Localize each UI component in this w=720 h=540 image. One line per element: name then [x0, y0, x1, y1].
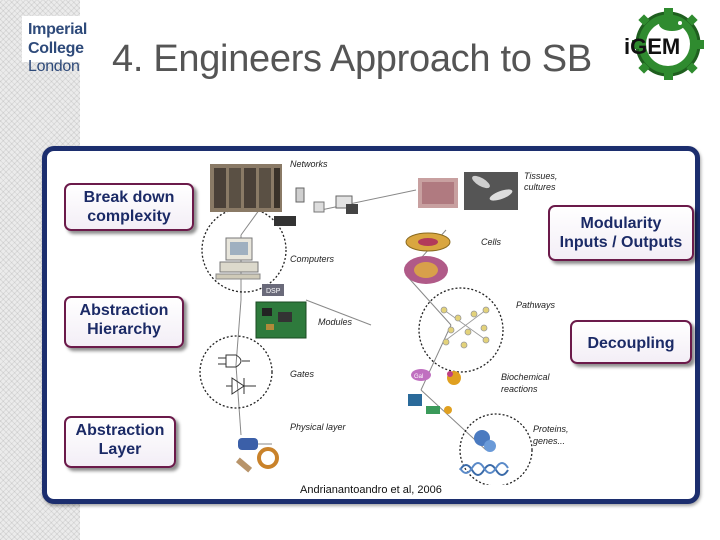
abstraction-hierarchy-line1: Abstraction: [79, 302, 169, 319]
decoupling-label: Decoupling: [570, 320, 692, 364]
modularity-line1: Modularity: [580, 215, 662, 232]
genes-label: genes...: [533, 436, 565, 446]
physical-layer-label: Physical layer: [290, 422, 347, 432]
gal-molecule-label: Gal: [414, 374, 423, 380]
break-down-line1: Break down: [83, 189, 175, 206]
dsp-chip-label: DSP: [266, 288, 281, 295]
biochemical-reaction-image: Gal: [408, 369, 461, 414]
physical-components-image: [235, 438, 279, 473]
break-down-line2: complexity: [87, 208, 171, 225]
cell-image: [404, 232, 451, 284]
proteins-label: Proteins,: [533, 424, 569, 434]
network-devices-image: [274, 187, 358, 226]
circuit-board-image: DSP: [255, 284, 307, 339]
abstraction-layer-line2: Layer: [98, 441, 142, 458]
modularity-line2: Inputs / Outputs: [559, 234, 683, 251]
logo-line-1: Imperial College: [28, 21, 87, 57]
pathways-label: Pathways: [516, 300, 556, 310]
abstraction-hierarchy-label: Abstraction Hierarchy: [64, 296, 184, 348]
protein-dna-image: [459, 430, 509, 476]
citation: Andrianantoandro et al, 2006: [300, 484, 442, 496]
reactions-label: reactions: [501, 384, 538, 394]
imperial-college-logo: Imperial College London: [22, 16, 142, 75]
cells-label: Cells: [481, 237, 502, 247]
logo-line-2: London: [28, 58, 80, 75]
gates-label: Gates: [290, 369, 315, 379]
computer-image: [215, 237, 261, 280]
abstraction-layer-line1: Abstraction: [75, 422, 165, 439]
abstraction-diagram: Networks Computers DSP Modules Gates Phy…: [199, 159, 569, 485]
tissue-culture-image: [418, 172, 518, 210]
network-servers-image: [210, 164, 282, 212]
computers-label: Computers: [290, 254, 335, 264]
pathway-network-image: [440, 306, 490, 349]
logic-gates-image: [218, 354, 256, 395]
biochemical-label: Biochemical: [501, 372, 551, 382]
cultures-label: cultures: [524, 182, 556, 192]
igem-logo-text: iGEM: [624, 34, 680, 59]
modularity-label: Modularity Inputs / Outputs: [548, 205, 694, 261]
slide-title: 4. Engineers Approach to SB: [112, 38, 592, 80]
modules-label: Modules: [318, 317, 353, 327]
igem-logo: iGEM: [624, 8, 704, 80]
abstraction-layer-label: Abstraction Layer: [64, 416, 176, 468]
abstraction-hierarchy-line2: Hierarchy: [87, 321, 161, 338]
break-down-complexity-label: Break down complexity: [64, 183, 194, 231]
tissues-label: Tissues,: [524, 171, 557, 181]
decoupling-line1: Decoupling: [587, 335, 675, 352]
networks-label: Networks: [290, 159, 328, 169]
